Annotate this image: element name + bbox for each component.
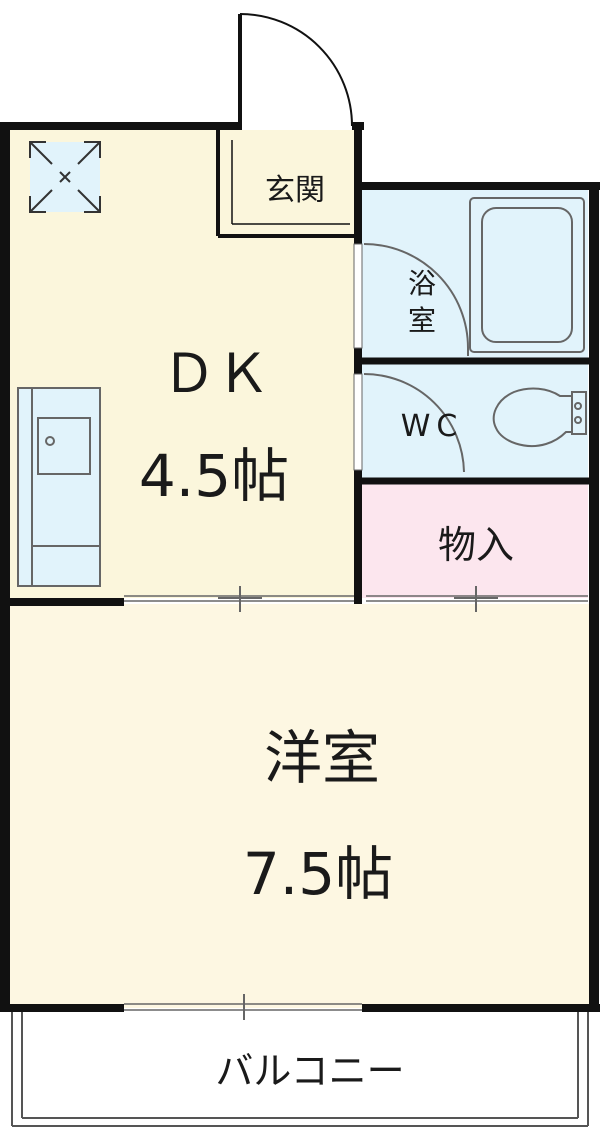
sliding-door-storage [366, 586, 588, 612]
western-room-size: 7.5帖 [243, 840, 393, 908]
bath-label-line1: 浴 [408, 267, 436, 300]
storage-area [360, 484, 588, 598]
toilet-label: WC [401, 409, 464, 444]
entrance-door [238, 13, 353, 130]
bathtub-icon [469, 197, 585, 353]
sliding-door-dk [124, 586, 356, 612]
toilet-icon [492, 387, 587, 447]
entrance-label: 玄関 [265, 173, 325, 208]
entrance-niche [216, 130, 356, 238]
balcony-window [124, 994, 362, 1020]
western-room-area [10, 604, 590, 1008]
bath-label-line2: 室 [408, 304, 436, 337]
bath-door [363, 243, 469, 349]
kitchen-counter [17, 387, 101, 587]
ventilation-fan-icon [29, 141, 101, 213]
toilet-door [363, 373, 465, 473]
storage-label: 物入 [438, 523, 514, 567]
sink-icon [37, 417, 91, 475]
western-room-label: 洋室 [264, 724, 380, 792]
balcony-railing [11, 1012, 589, 1127]
walls [0, 122, 600, 1012]
balcony-label: バルコニー [215, 1049, 404, 1093]
dining-kitchen-label: ＤＫ [162, 342, 270, 405]
dining-kitchen-size: 4.5帖 [139, 442, 289, 510]
